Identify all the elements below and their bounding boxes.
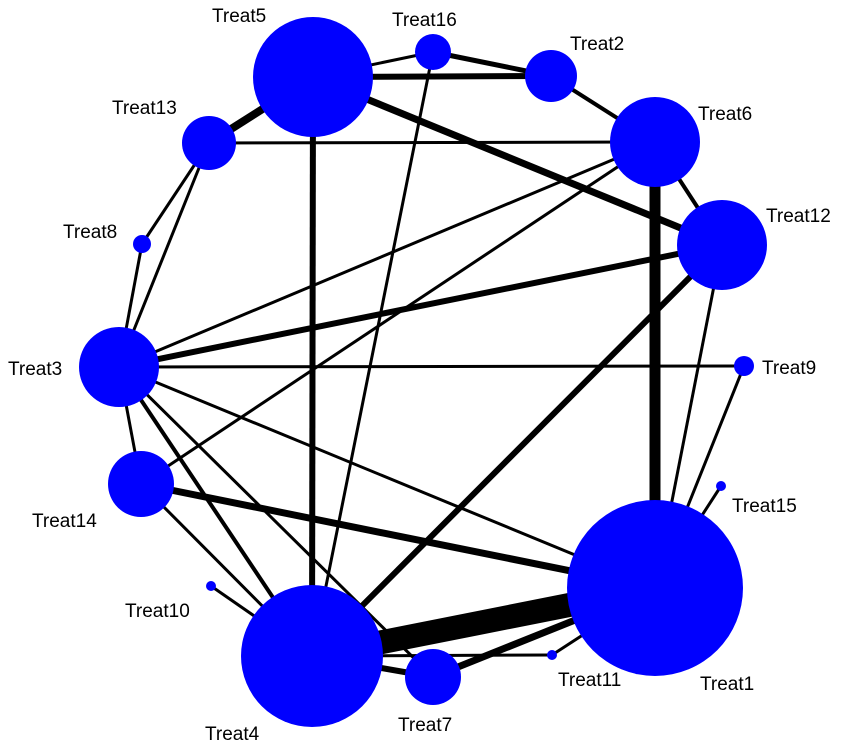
label-treat13: Treat13 bbox=[112, 98, 177, 119]
node-treat12 bbox=[677, 200, 767, 290]
node-treat16 bbox=[415, 34, 451, 70]
edge-treat16-treat4 bbox=[310, 51, 435, 657]
label-treat11: Treat11 bbox=[558, 670, 621, 691]
edge-treat3-treat7 bbox=[117, 365, 435, 679]
node-treat7 bbox=[405, 649, 461, 705]
label-treat6: Treat6 bbox=[698, 104, 752, 125]
node-treat5 bbox=[253, 17, 373, 137]
label-treat5: Treat5 bbox=[212, 6, 266, 27]
label-treat12: Treat12 bbox=[766, 206, 831, 227]
node-treat6 bbox=[610, 97, 700, 187]
node-treat8 bbox=[133, 235, 151, 253]
node-treat3 bbox=[79, 327, 159, 407]
edge-treat12-treat4 bbox=[309, 242, 725, 659]
node-treat2 bbox=[525, 50, 577, 102]
label-treat4: Treat4 bbox=[205, 724, 260, 745]
node-treat4 bbox=[241, 585, 383, 727]
node-treat14 bbox=[108, 451, 174, 517]
labels-layer: Treat1Treat2Treat3Treat4Treat5Treat6Trea… bbox=[8, 6, 831, 745]
edge-treat13-treat6 bbox=[208, 140, 656, 145]
label-treat15: Treat15 bbox=[732, 496, 797, 517]
nodes-layer bbox=[79, 17, 767, 727]
edge-treat6-treat3 bbox=[118, 140, 656, 369]
label-treat16: Treat16 bbox=[392, 10, 457, 31]
label-treat9: Treat9 bbox=[762, 358, 816, 379]
node-treat15 bbox=[716, 481, 726, 491]
label-treat1: Treat1 bbox=[700, 674, 754, 695]
edge-treat3-treat9 bbox=[118, 364, 745, 369]
node-treat10 bbox=[206, 581, 216, 591]
edge-treat3-treat1 bbox=[118, 365, 656, 590]
node-treat1 bbox=[567, 500, 743, 676]
node-treat11 bbox=[547, 650, 557, 660]
node-treat9 bbox=[734, 356, 754, 376]
label-treat14: Treat14 bbox=[32, 511, 97, 532]
label-treat8: Treat8 bbox=[63, 222, 117, 243]
label-treat2: Treat2 bbox=[570, 34, 624, 55]
label-treat3: Treat3 bbox=[8, 359, 62, 380]
edge-treat12-treat3 bbox=[118, 242, 723, 370]
label-treat7: Treat7 bbox=[398, 715, 452, 736]
label-treat10: Treat10 bbox=[125, 601, 190, 622]
node-treat13 bbox=[182, 116, 236, 170]
edge-treat13-treat3 bbox=[117, 142, 211, 368]
